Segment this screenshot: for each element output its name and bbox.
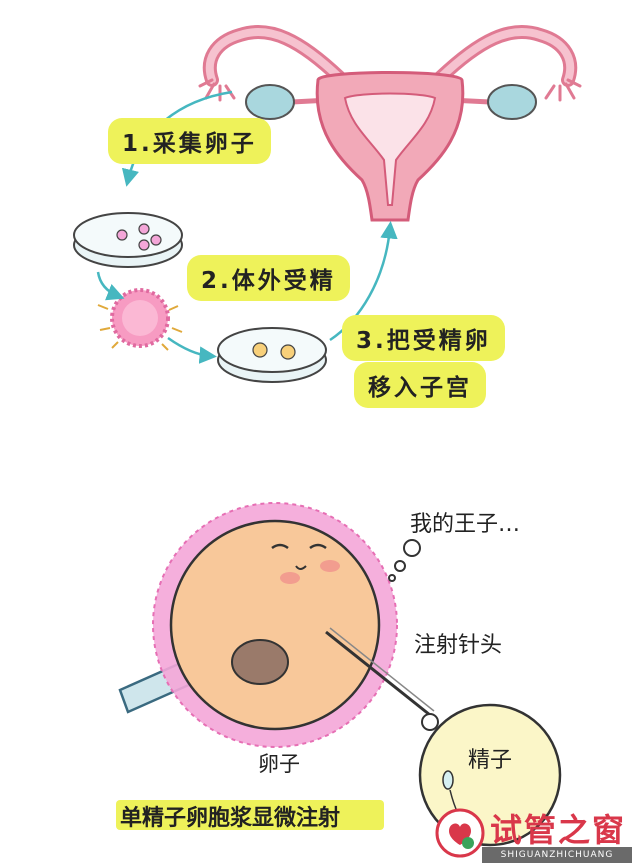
watermark-logo: 试管之窗 SHIGUANZHICHUANG bbox=[434, 805, 634, 865]
egg-label: 卵子 bbox=[258, 752, 300, 776]
thought-text: 我的王子… bbox=[410, 512, 521, 537]
logo-subtitle: SHIGUANZHICHUANG bbox=[482, 847, 632, 863]
egg-cell bbox=[138, 223, 150, 235]
right-ovary bbox=[487, 84, 537, 120]
step-3-label-line2: 移入子宫 bbox=[354, 362, 486, 408]
petri-dish-2 bbox=[217, 327, 327, 383]
embryo bbox=[252, 342, 268, 358]
logo-title: 试管之窗 bbox=[490, 811, 627, 849]
egg-cell bbox=[138, 239, 150, 251]
caption: 单精子卵胞浆显微注射 bbox=[120, 806, 341, 831]
left-ovary bbox=[245, 84, 295, 120]
needle-label: 注射针头 bbox=[414, 633, 503, 658]
egg-cell bbox=[150, 234, 162, 246]
uterus-diagram bbox=[198, 25, 582, 222]
embryo bbox=[280, 344, 296, 360]
egg-cell bbox=[116, 229, 128, 241]
petri-dish-1 bbox=[73, 212, 183, 268]
step-1-label: 1.采集卵子 bbox=[108, 118, 271, 164]
egg bbox=[169, 519, 381, 731]
nucleus bbox=[231, 639, 289, 685]
sperm-head bbox=[442, 770, 454, 790]
logo-icon bbox=[435, 808, 485, 858]
step-2-label: 2.体外受精 bbox=[187, 255, 350, 301]
step-3-label: 3.把受精卵 bbox=[342, 315, 505, 361]
fertilisation-egg bbox=[97, 288, 183, 351]
sperm-label: 精子 bbox=[468, 748, 513, 773]
icsi-scene bbox=[118, 502, 562, 847]
injection-needle bbox=[325, 630, 431, 717]
caption-highlight bbox=[116, 800, 384, 830]
